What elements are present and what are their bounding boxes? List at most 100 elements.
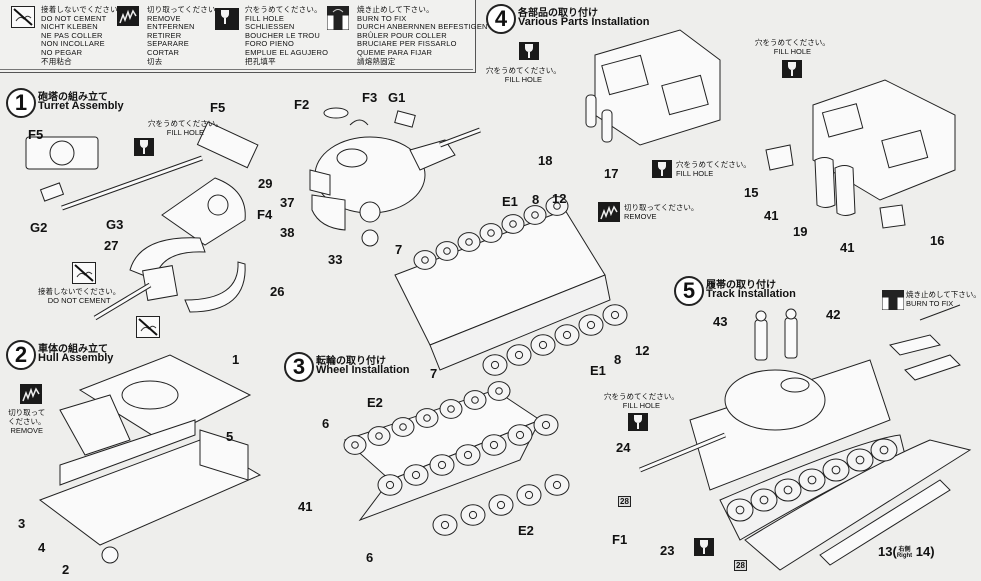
part-label: E2: [518, 523, 534, 538]
step-title-en: Wheel Installation: [316, 364, 410, 376]
part-label: 6: [322, 416, 330, 431]
road-wheel: [482, 354, 508, 376]
road-wheel: [377, 474, 403, 496]
fill-hole-icon: [519, 42, 539, 60]
wheel-hub: [487, 229, 495, 237]
fill-hole-icon: [134, 138, 154, 156]
wheel-hub: [489, 440, 499, 450]
wheel-hub: [807, 475, 817, 485]
part-label: 5: [226, 429, 234, 444]
step-title-jp: 車体の組み立て: [38, 344, 108, 355]
road-wheel: [463, 390, 487, 410]
wheel-hub: [421, 256, 429, 264]
no-cement-icon: [11, 6, 35, 28]
step-number: 5: [674, 276, 704, 306]
road-wheel: [429, 454, 455, 476]
remove-note: 切り取ってください。REMOVE: [8, 408, 46, 435]
road-wheel: [501, 214, 525, 234]
road-wheel: [460, 504, 486, 526]
part-label: 38: [280, 225, 295, 240]
no-cement-note: 接着しないでください。DO NOT CEMENT: [38, 287, 121, 305]
part-label: F2: [294, 97, 310, 112]
fill-hole-note: 穴をうめてください。FILL HOLE: [486, 66, 561, 84]
fill-hole-note: 穴をうめてください。FILL HOLE: [148, 119, 223, 137]
wheel-hub: [562, 330, 572, 340]
step-title-en: Hull Assembly: [38, 352, 114, 364]
part-label: 15: [744, 185, 759, 200]
fill-hole-icon: [782, 60, 802, 78]
road-wheel: [523, 205, 547, 225]
road-wheel: [413, 250, 437, 270]
road-wheel: [750, 488, 778, 512]
road-wheel: [726, 498, 754, 522]
road-wheel: [439, 399, 463, 419]
wheel-hub: [515, 430, 525, 440]
road-wheel: [481, 434, 507, 456]
road-wheel: [488, 494, 514, 516]
road-wheel: [774, 478, 802, 502]
wheel-hub: [385, 480, 395, 490]
wheel-hub: [496, 500, 506, 510]
road-wheel: [798, 468, 826, 492]
road-wheel: [530, 334, 556, 356]
part-label: F5: [28, 127, 44, 142]
road-wheel: [403, 464, 429, 486]
wheel-hub: [468, 510, 478, 520]
boxed-part-label: 28: [734, 560, 747, 571]
wheel-hub: [440, 520, 450, 530]
step-title-en: Turret Assembly: [38, 100, 124, 112]
wheel-hub: [351, 441, 359, 449]
part-label: 6: [366, 550, 374, 565]
part-label: 41: [840, 240, 855, 255]
road-wheel: [487, 381, 511, 401]
part-label: 8: [614, 352, 622, 367]
wheel-hub: [586, 320, 596, 330]
wheel-hub: [423, 414, 431, 422]
part-label: F3: [362, 90, 378, 105]
fill-hole-note: 穴をうめてください。FILL HOLE: [755, 38, 830, 56]
part-label: 23: [660, 543, 675, 558]
part-label: 19: [793, 224, 808, 239]
part-label: 12: [552, 191, 567, 206]
wheel-hub: [411, 470, 421, 480]
step-title-en: Various Parts Installation: [518, 16, 650, 28]
step-number: 4: [486, 4, 516, 34]
part-label: 17: [604, 166, 619, 181]
part-label: F5: [210, 100, 226, 115]
wheel-hub: [783, 485, 793, 495]
road-wheel: [479, 223, 503, 243]
road-wheel: [870, 438, 898, 462]
wheel-hub: [610, 310, 620, 320]
wheel-hub: [375, 432, 383, 440]
part-label: E1: [590, 363, 606, 378]
road-wheel: [457, 232, 481, 252]
part-label: 41: [298, 499, 313, 514]
wheel-hub: [509, 220, 517, 228]
part-label: 7: [395, 242, 403, 257]
road-wheel: [415, 408, 439, 428]
wheel-hub: [447, 405, 455, 413]
part-label: 43: [713, 314, 728, 329]
wheel-hub: [879, 445, 889, 455]
part-label: 1: [232, 352, 240, 367]
boxed-part-label: 28: [618, 496, 631, 507]
wheel-hub: [524, 490, 534, 500]
road-wheel: [554, 324, 580, 346]
road-wheel: [455, 444, 481, 466]
burn-to-fix-icon: [327, 6, 349, 30]
road-wheel: [545, 196, 569, 216]
road-wheel: [435, 241, 459, 261]
part-label: 4: [38, 540, 46, 555]
wheel-hub: [471, 396, 479, 404]
step-title-jp: 履帯の取り付け: [706, 280, 776, 291]
burn-to-fix-icon: [882, 290, 904, 310]
wheel-hub: [855, 455, 865, 465]
wheel-hub: [531, 211, 539, 219]
step-number: 1: [6, 88, 36, 118]
fill-hole-note: 穴をうめてください。FILL HOLE: [676, 160, 751, 178]
part-label: E1: [502, 194, 518, 209]
